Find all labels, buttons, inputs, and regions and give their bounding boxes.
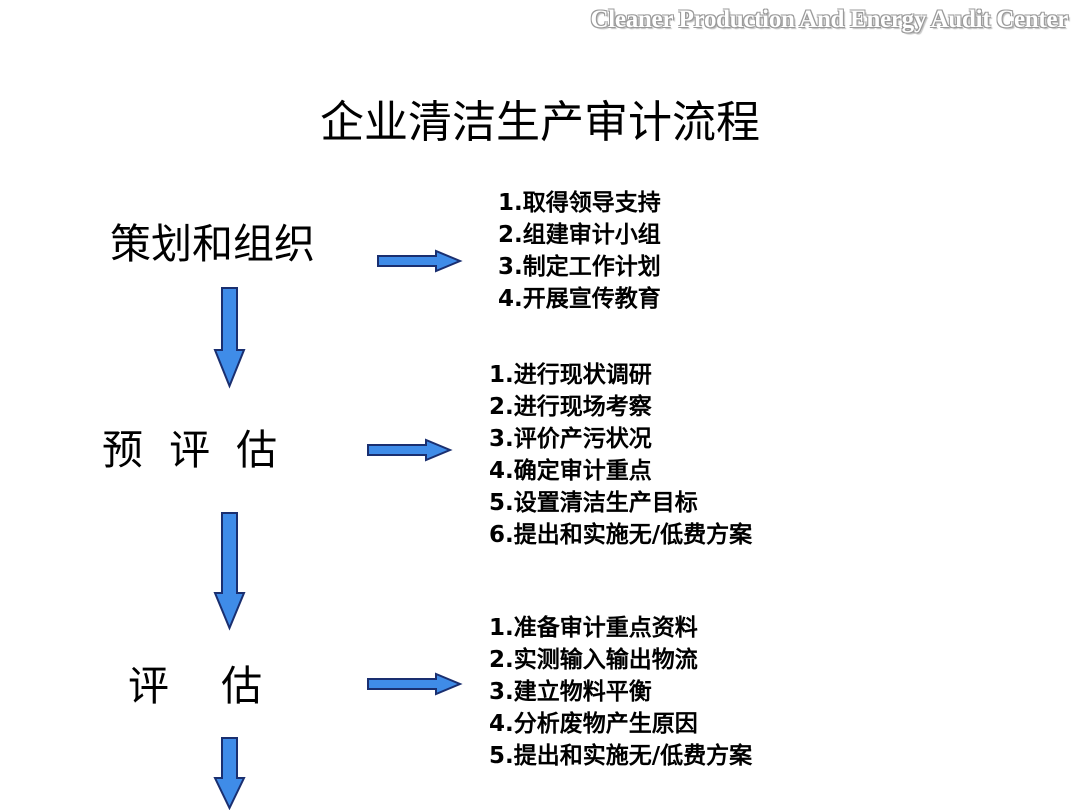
list-item: 2.组建审计小组 [498,222,661,248]
stage-pre-assessment-label: 预 评 估 [102,426,278,474]
stage-planning-steps: 1.取得领导支持 2.组建审计小组 3.制定工作计划 4.开展宣传教育 [498,187,661,315]
list-item: 3.评价产污状况 [489,426,652,452]
list-item: 3.制定工作计划 [498,254,661,280]
list-item: 1.准备审计重点资料 [489,615,698,641]
list-item: 6.提出和实施无/低费方案 [489,522,753,548]
list-item: 1.进行现状调研 [489,362,652,388]
list-item: 4.开展宣传教育 [498,286,661,312]
list-item: 4.分析废物产生原因 [489,711,698,737]
list-item: 1.取得领导支持 [498,190,661,216]
list-item: 3.建立物料平衡 [489,679,652,705]
stage-pre-assessment-steps: 1.进行现状调研 2.进行现场考察 3.评价产污状况 4.确定审计重点 5.设置… [489,359,752,551]
list-item: 5.设置清洁生产目标 [489,490,698,516]
list-item: 2.进行现场考察 [489,394,652,420]
right-arrow-icon [367,438,453,462]
list-item: 5.提出和实施无/低费方案 [489,743,753,769]
right-arrow-icon [367,672,463,696]
page-title: 企业清洁生产审计流程 [320,97,760,148]
stage-planning-label: 策划和组织 [110,220,315,268]
down-arrow-icon [213,737,246,810]
stage-assessment-label: 评 估 [128,662,263,710]
list-item: 4.确定审计重点 [489,458,652,484]
header-org-name: Cleaner Production And Energy Audit Cent… [590,6,1069,33]
stage-assessment-steps: 1.准备审计重点资料 2.实测输入输出物流 3.建立物料平衡 4.分析废物产生原… [489,612,752,772]
down-arrow-icon [213,512,246,631]
list-item: 2.实测输入输出物流 [489,647,698,673]
right-arrow-icon [377,249,463,273]
down-arrow-icon [213,287,246,389]
